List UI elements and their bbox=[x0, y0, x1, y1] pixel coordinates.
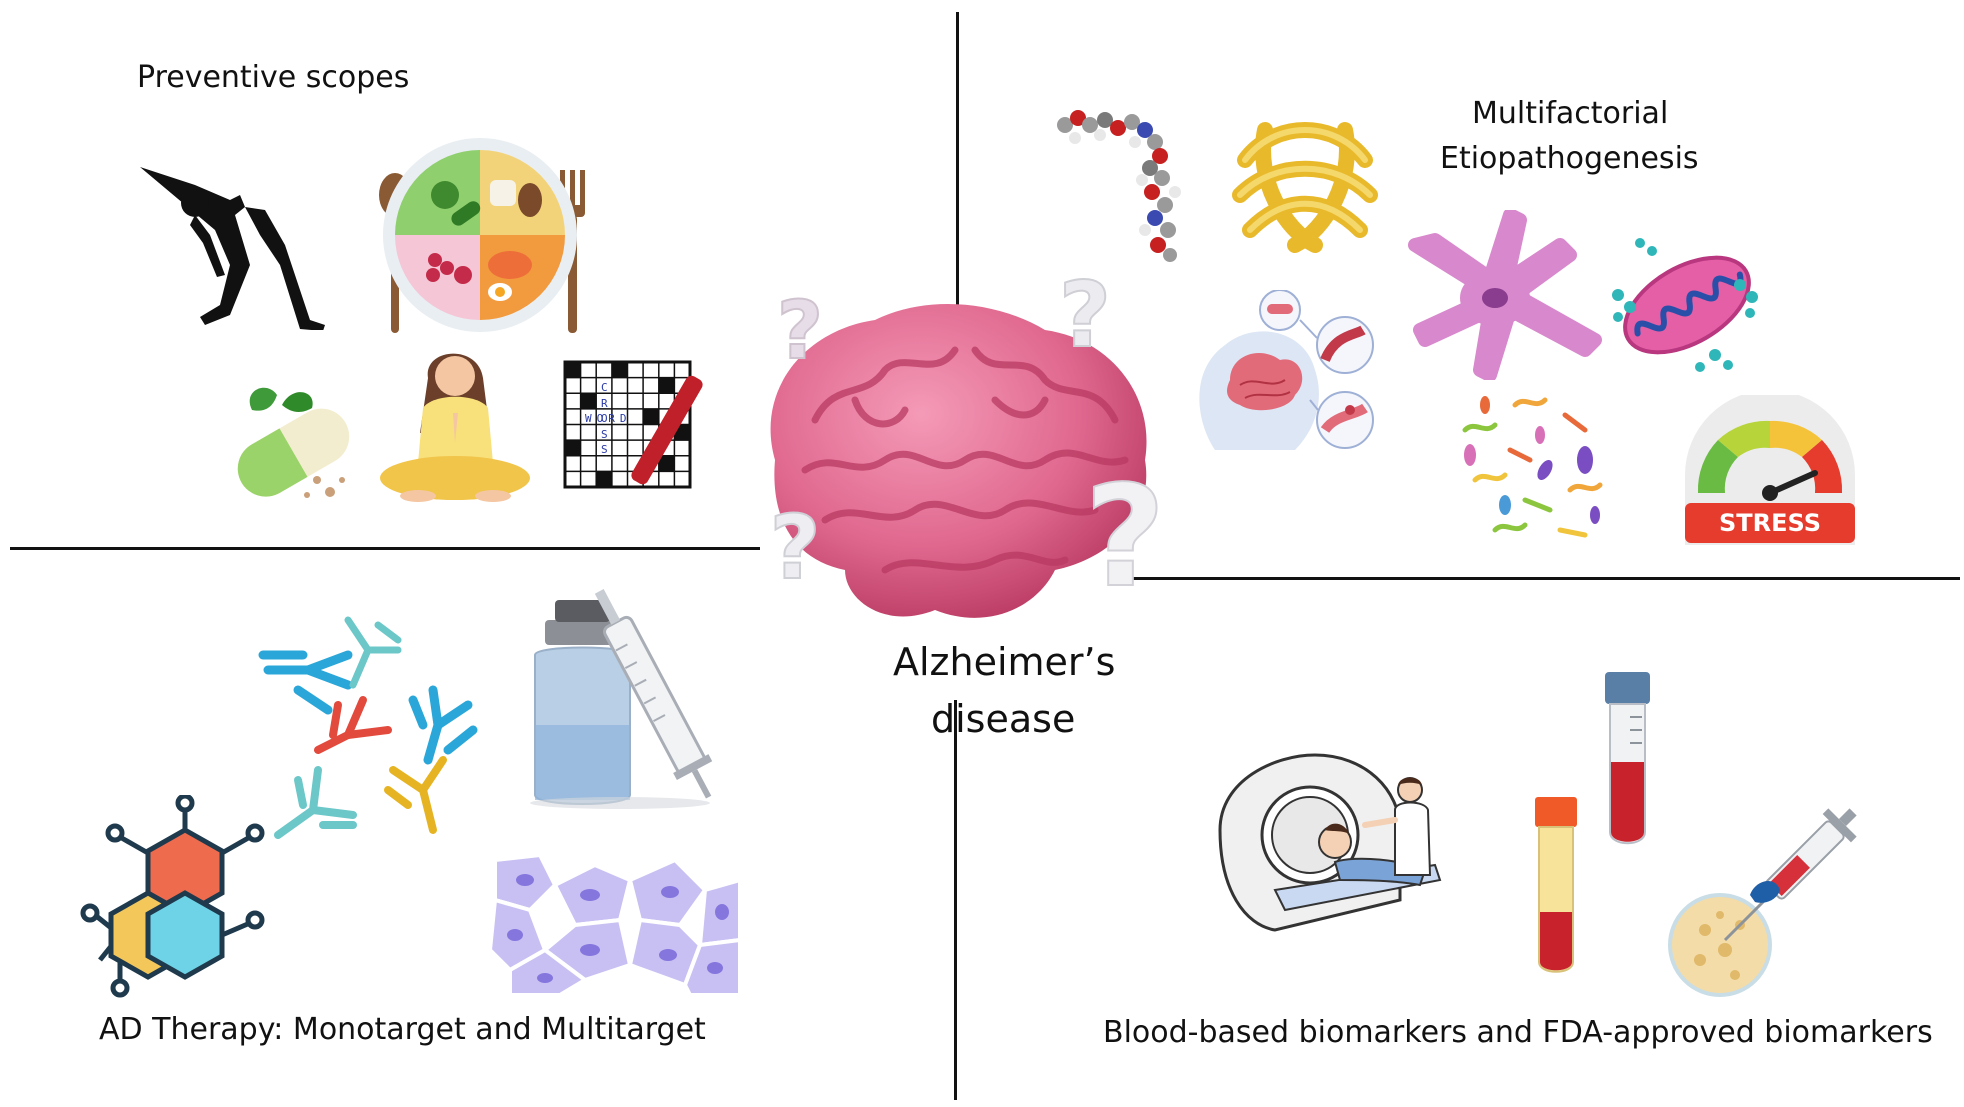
question-mark-icon: ? bbox=[1080, 460, 1170, 600]
exercise-silhouette-icon bbox=[135, 155, 335, 330]
multitarget-molecule-icon bbox=[60, 795, 270, 1000]
blood-tube-tall-icon bbox=[1600, 672, 1655, 852]
healthy-plate-icon bbox=[365, 135, 595, 335]
amyloid-plaque-icon bbox=[1225, 100, 1385, 260]
stress-level-text: STRESS LEVEL bbox=[1718, 509, 1822, 573]
divider-horizontal-right bbox=[1130, 577, 1960, 580]
crossword-puzzle-icon: WORD CROSS bbox=[560, 350, 710, 500]
antibodies-icon bbox=[258, 610, 508, 850]
question-mark-icon: ? bbox=[1055, 268, 1115, 358]
stress-gauge-icon: STRESS LEVEL bbox=[1680, 395, 1860, 573]
divider-vertical-top bbox=[956, 12, 959, 322]
center-title-line1: Alzheimer’s bbox=[893, 640, 1116, 684]
center-title-line2: disease bbox=[931, 697, 1076, 741]
blood-tube-short-icon bbox=[1532, 797, 1580, 977]
preventive-scopes-label: Preventive scopes bbox=[137, 60, 410, 95]
meditation-person-icon bbox=[378, 338, 533, 513]
therapy-label: AD Therapy: Monotarget and Multitarget bbox=[99, 1012, 706, 1047]
question-mark-icon: ? bbox=[770, 288, 830, 368]
gut-microbiome-icon bbox=[1455, 390, 1615, 545]
divider-vertical-bottom bbox=[954, 700, 957, 1100]
mri-scanner-icon bbox=[1215, 750, 1450, 950]
brain-illustration bbox=[735, 270, 1175, 650]
question-mark-icon: ? bbox=[765, 500, 825, 590]
vial-syringe-icon bbox=[520, 575, 730, 810]
biomarkers-label: Blood-based biomarkers and FDA-approved … bbox=[1103, 1015, 1933, 1050]
biopsy-syringe-icon bbox=[1665, 800, 1865, 1000]
svg-text:?: ? bbox=[1084, 460, 1165, 600]
protein-molecule-icon bbox=[1050, 100, 1210, 265]
divider-horizontal-left bbox=[10, 547, 760, 550]
vascular-head-icon bbox=[1185, 290, 1385, 455]
svg-text:?: ? bbox=[769, 500, 820, 590]
svg-text:?: ? bbox=[1059, 268, 1111, 358]
svg-text:?: ? bbox=[777, 288, 823, 368]
mitochondria-icon bbox=[1610, 235, 1765, 375]
multifactorial-label-line2: Etiopathogenesis bbox=[1440, 141, 1699, 176]
multifactorial-label-line1: Multifactorial bbox=[1472, 96, 1669, 131]
cells-pattern-icon bbox=[490, 850, 740, 995]
neuron-cell-icon bbox=[1395, 210, 1605, 380]
crossword-across-word: WORD bbox=[585, 412, 632, 425]
crossword-down-word: CROSS bbox=[601, 381, 608, 457]
supplement-pill-icon bbox=[222, 380, 362, 510]
